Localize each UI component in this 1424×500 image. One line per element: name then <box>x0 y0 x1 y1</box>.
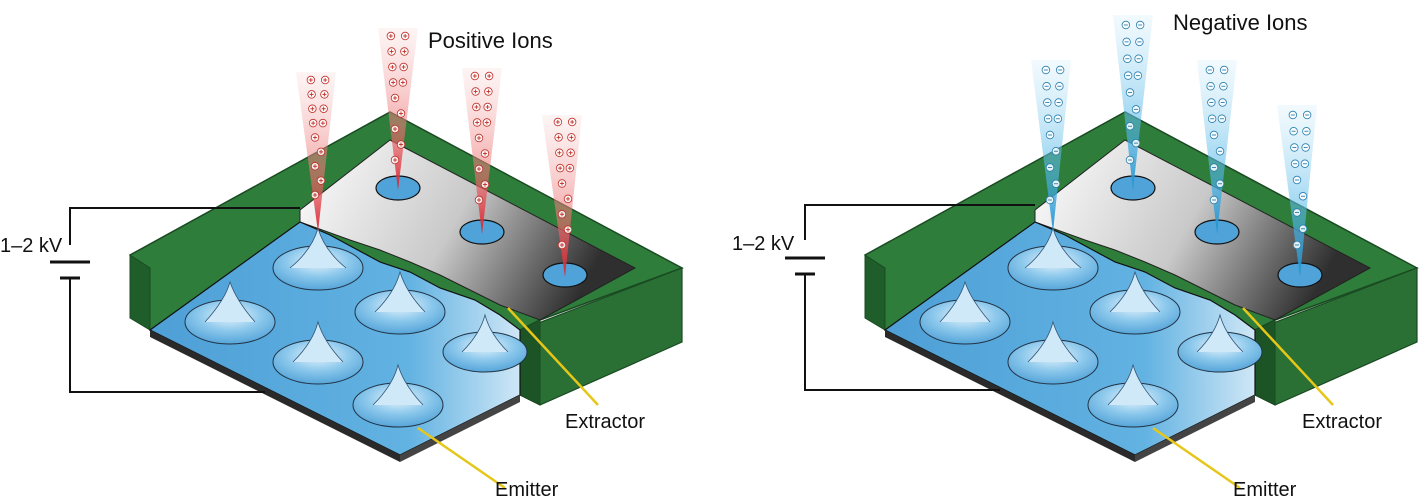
voltage-circuit <box>50 207 300 393</box>
negative-ion-symbols <box>1041 20 1312 250</box>
emitter-leader-line <box>1152 426 1241 490</box>
panel-negative: Negative Ions 1–2 kV Extractor Emitter <box>732 10 1419 500</box>
frame-left-wall <box>864 254 886 331</box>
positive-ion-symbols <box>306 31 577 250</box>
voltage-circuit <box>785 204 1035 391</box>
emitter-label: Emitter <box>495 479 559 500</box>
extractor-label: Extractor <box>565 411 645 433</box>
voltage-label: 1–2 kV <box>732 233 795 255</box>
frame-left-wall <box>129 254 151 331</box>
ion-beam <box>378 28 418 190</box>
extractor-leader-line <box>507 307 599 406</box>
extractor-leader-line <box>1242 307 1334 406</box>
emitter-leader-line <box>417 426 506 490</box>
emitter-cones <box>184 226 528 428</box>
ion-beam <box>1113 15 1153 190</box>
panel-positive: Positive Ions 1–2 kV Extractor Emitter <box>0 28 684 500</box>
ion-beam <box>1197 60 1237 234</box>
emitter-label: Emitter <box>1233 479 1297 500</box>
voltage-label: 1–2 kV <box>0 235 63 257</box>
positive-ions-title: Positive Ions <box>428 28 553 53</box>
negative-ions-title: Negative Ions <box>1173 10 1308 35</box>
emitter-cones <box>919 226 1263 428</box>
extractor-label: Extractor <box>1302 411 1382 433</box>
